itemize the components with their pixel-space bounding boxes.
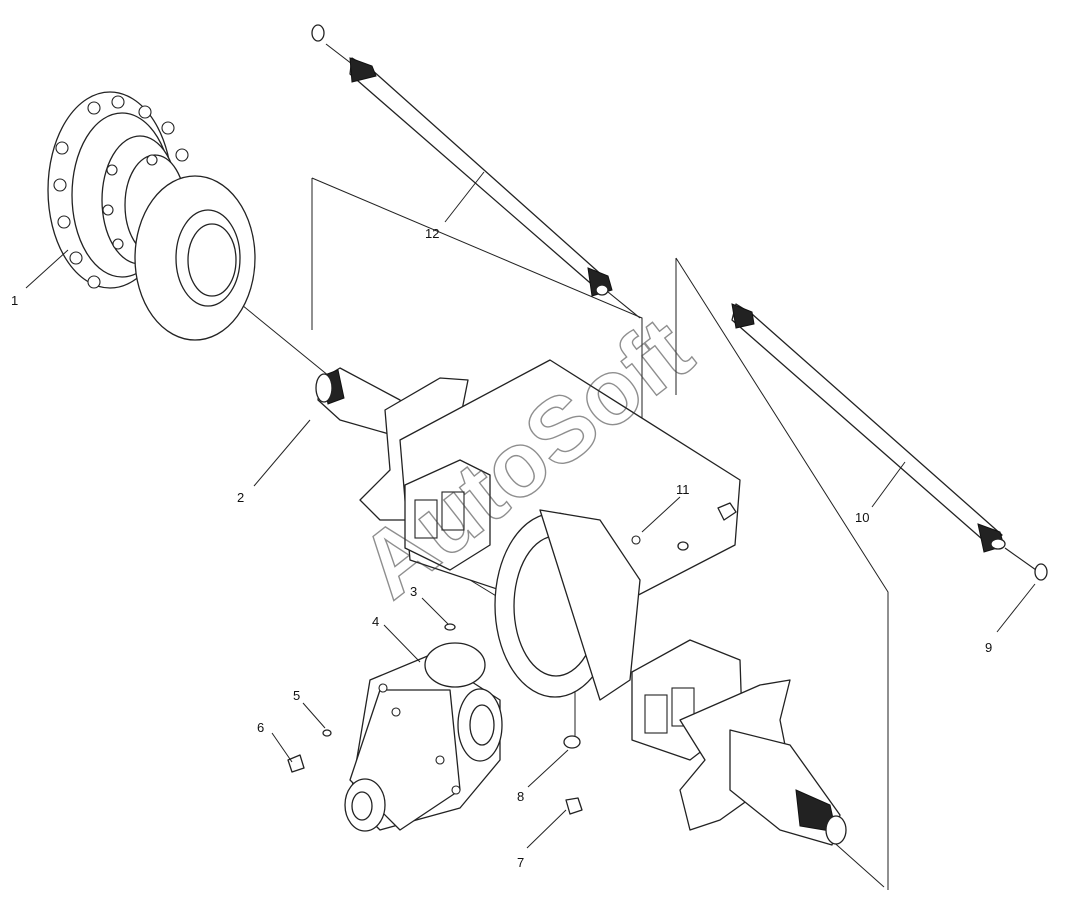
- callout-1: 1: [11, 293, 18, 308]
- callout-10: 10: [855, 510, 869, 525]
- axle-housing: [315, 359, 847, 846]
- callout-5: 5: [293, 688, 300, 703]
- wheel-hub-assembly: [47, 91, 256, 341]
- callout-12: 12: [425, 226, 439, 241]
- callout-3: 3: [410, 584, 417, 599]
- callout-4: 4: [372, 614, 379, 629]
- grease-fitting: [631, 535, 641, 545]
- differential-carrier: [344, 642, 503, 832]
- callout-numbers: 1 2 3 4 5 6 7 8 9 10 11 12: [11, 226, 992, 870]
- callout-7: 7: [517, 855, 524, 870]
- small-parts: [287, 502, 737, 815]
- shaft-upper: [311, 24, 641, 319]
- callout-9: 9: [985, 640, 992, 655]
- shaft-right: [731, 303, 1048, 581]
- callout-11: 11: [676, 482, 690, 497]
- callout-leaders: [25, 171, 1036, 849]
- callout-2: 2: [237, 490, 244, 505]
- callout-8: 8: [517, 789, 524, 804]
- callout-6: 6: [257, 720, 264, 735]
